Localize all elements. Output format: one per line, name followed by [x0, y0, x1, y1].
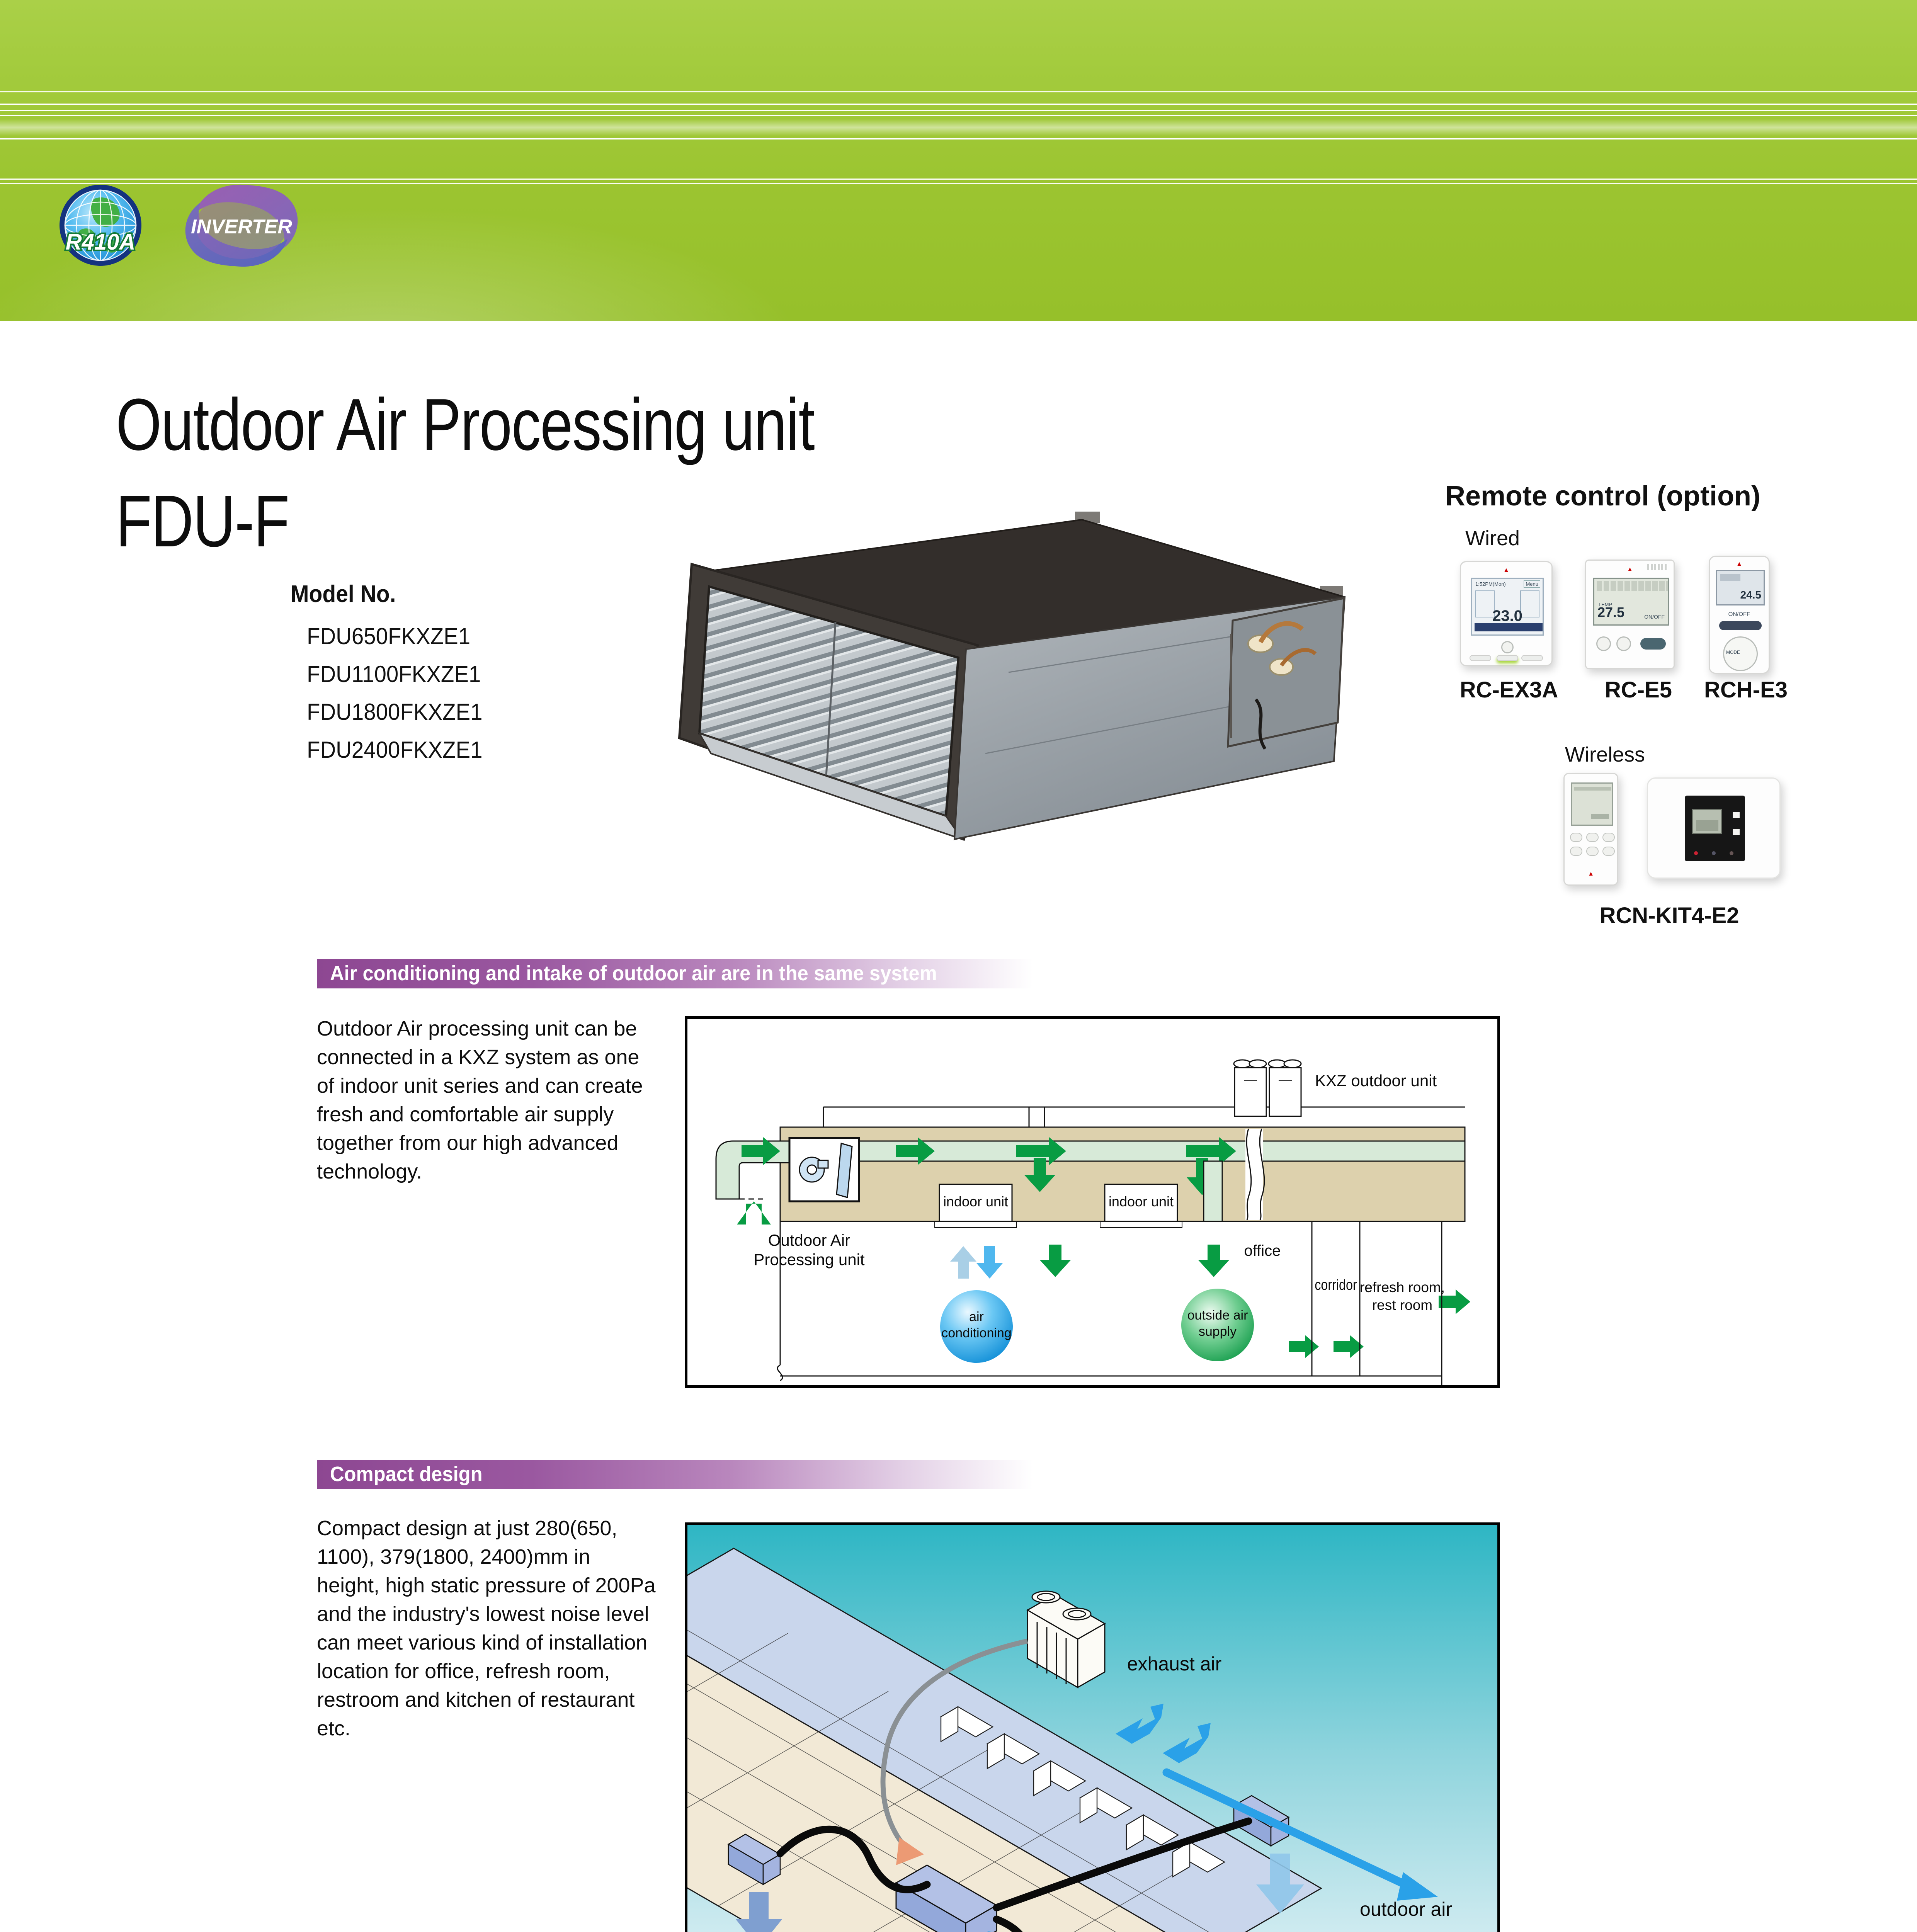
- inverter-badge: INVERTER: [185, 184, 298, 267]
- banner-stripe: [0, 179, 1917, 180]
- indoor-unit-label: indoor unit: [1108, 1194, 1174, 1209]
- page-title-line2: FDU-F: [116, 480, 289, 562]
- compact-design-diagram: exhaust air supply air supply air outdoo…: [685, 1522, 1500, 1932]
- onoff-label: ON/OFF: [1728, 611, 1750, 617]
- rcn-kit4-handset-photo: ▲: [1563, 773, 1618, 886]
- remote-model-label: RC-E5: [1604, 677, 1672, 702]
- refresh-room-label: refresh room, rest room: [1359, 1279, 1445, 1313]
- product-photo: [678, 512, 1346, 841]
- outdoor-air-label: outdoor air: [1360, 1898, 1453, 1920]
- section2-header: Compact design: [317, 1460, 1032, 1489]
- model-item: FDU2400FKXZE1: [307, 737, 483, 763]
- rch-e3-photo: ▲ 24.5 ON/OFF MODE: [1709, 556, 1770, 674]
- brand-mark-icon: ▲: [1627, 566, 1633, 573]
- top-banner: R410A INVERTER: [0, 0, 1917, 321]
- section2-body: Compact design at just 280(650, 1100), 3…: [317, 1517, 656, 1740]
- remote-model-label: RC-EX3A: [1459, 677, 1558, 702]
- kxz-outdoor-unit-label: KXZ outdoor unit: [1315, 1071, 1437, 1090]
- banner-stripe: [0, 110, 1917, 111]
- system-diagram-art: [715, 1059, 1470, 1385]
- rc-ex3a-photo: ▲ 1:52PM(Mon) Menu 23.0: [1460, 561, 1553, 666]
- system-diagram: KXZ outdoor unit Outdoor Air Processing …: [685, 1016, 1500, 1388]
- menu-button-label: Menu: [1524, 580, 1540, 588]
- banner-stripe: [0, 91, 1917, 92]
- office-label: office: [1244, 1242, 1281, 1259]
- inverter-badge-text: INVERTER: [191, 216, 292, 238]
- brand-mark-icon: ▲: [1588, 871, 1594, 877]
- outside-air-supply-label: outside air supply: [1187, 1308, 1248, 1339]
- model-item: FDU1100FKXZE1: [307, 661, 481, 687]
- r410a-badge: R410A: [60, 185, 141, 266]
- wireless-label: Wireless: [1565, 743, 1645, 766]
- wired-label: Wired: [1465, 527, 1520, 550]
- power-button-icon: [1501, 641, 1514, 653]
- compact-diagram-art: [687, 1525, 1497, 1932]
- onoff-label: ON/OFF: [1644, 614, 1665, 620]
- brand-mark-icon: ▲: [1736, 561, 1742, 567]
- corridor-label: corridor: [1315, 1277, 1357, 1293]
- section1-body: Outdoor Air processing unit can be conne…: [317, 1017, 643, 1183]
- mode-label: MODE: [1726, 650, 1740, 655]
- temp-label: TEMP: [1598, 602, 1613, 607]
- processing-unit-label: Outdoor Air Processing unit: [754, 1231, 865, 1269]
- banner-stripe: [0, 115, 1917, 116]
- section1-header: Air conditioning and intake of outdoor a…: [317, 959, 1032, 988]
- model-item: FDU1800FKXZE1: [307, 699, 483, 725]
- air-conditioning-label: air conditioning: [941, 1310, 1012, 1340]
- page-title-line1: Outdoor Air Processing unit: [116, 384, 815, 466]
- model-heading: Model No.: [291, 581, 396, 607]
- remote-control-heading: Remote control (option): [1445, 481, 1761, 512]
- banner-stripe-soft: [0, 119, 1917, 136]
- wireless-model-label: RCN-KIT4-E2: [1599, 903, 1739, 928]
- model-item: FDU650FKXZE1: [307, 623, 471, 649]
- rc-e5-screen-temp: 27.5: [1597, 604, 1625, 620]
- banner-stripe: [0, 138, 1917, 139]
- remote-model-label: RCH-E3: [1704, 677, 1788, 702]
- exhaust-air-label: exhaust air: [1127, 1653, 1222, 1675]
- section2-header-text: Compact design: [330, 1463, 483, 1486]
- rc-ex3a-screen-temp: 23.0: [1492, 607, 1522, 624]
- rch-e3-screen-temp: 24.5: [1740, 589, 1762, 601]
- banner-stripe: [0, 183, 1917, 184]
- brand-mark-icon: ▲: [1503, 567, 1509, 573]
- section1-header-text: Air conditioning and intake of outdoor a…: [330, 962, 937, 985]
- banner-stripe: [0, 104, 1917, 105]
- rcn-kit4-receiver-photo: [1647, 777, 1781, 879]
- indoor-unit-label: indoor unit: [943, 1194, 1009, 1209]
- r410a-badge-text: R410A: [66, 230, 136, 255]
- rc-e5-photo: ▲ 27.5 ON/OFF TEMP: [1585, 560, 1675, 669]
